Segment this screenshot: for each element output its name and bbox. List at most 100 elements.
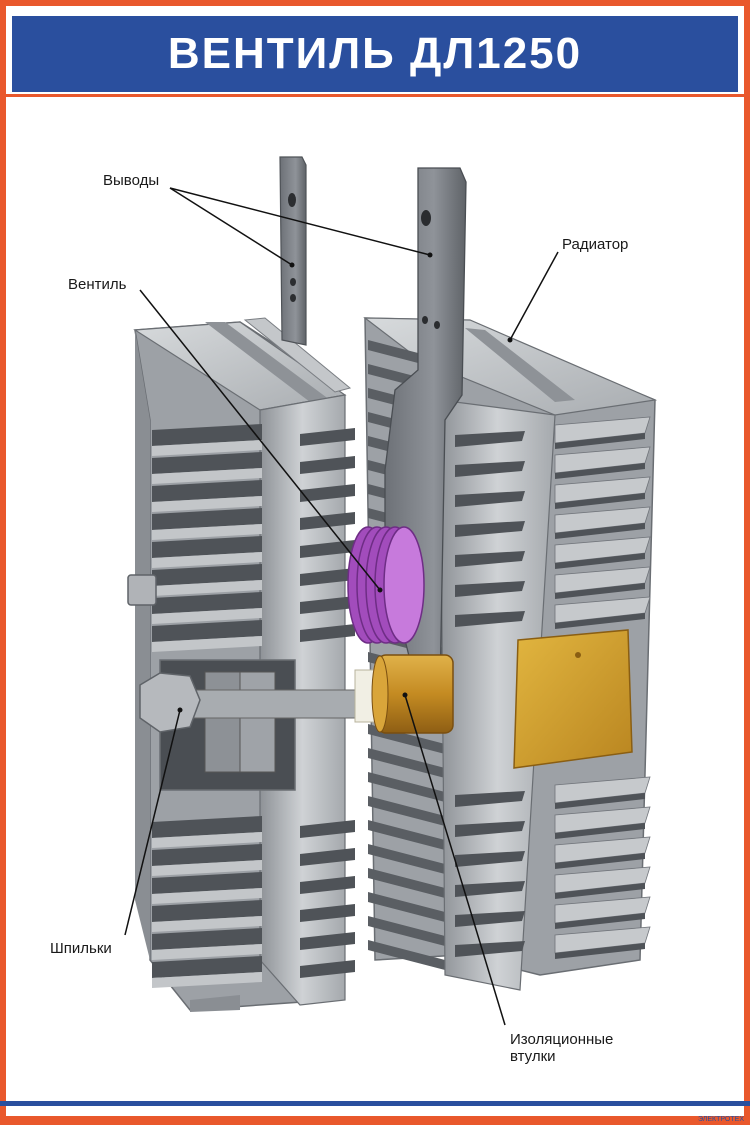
leader-lines xyxy=(124,187,559,1026)
left-web-slot xyxy=(300,932,355,950)
left-fin-slot xyxy=(152,536,262,558)
left-web-slot xyxy=(300,848,355,866)
left-fin xyxy=(152,580,262,596)
left-fin-slot xyxy=(152,508,262,530)
right-fin-gap xyxy=(555,823,645,839)
right-inner-fin xyxy=(368,916,445,946)
left-fin-slot xyxy=(152,956,262,978)
right-fin-gap xyxy=(555,523,645,539)
left-web-slot xyxy=(300,904,355,922)
left-terminal xyxy=(279,156,307,346)
left-fin xyxy=(152,832,262,848)
left-web-slot xyxy=(300,596,355,614)
right-web-slot xyxy=(455,881,525,897)
left-fin-slot xyxy=(152,564,262,586)
right-inner-fin xyxy=(368,892,445,922)
leader-dots xyxy=(177,252,513,713)
left-web-slot xyxy=(300,540,355,558)
right-fin-gap xyxy=(555,433,645,449)
title-bar: ВЕНТИЛЬ ДЛ1250 xyxy=(12,16,738,92)
right-fin-gap xyxy=(555,883,645,899)
right-web-slot xyxy=(455,941,525,957)
right-web-slot xyxy=(455,521,525,537)
valve-coil xyxy=(347,526,425,644)
left-fin xyxy=(152,944,262,960)
left-fin-slot xyxy=(152,816,262,838)
right-fin-gap xyxy=(555,463,645,479)
right-fin-gap xyxy=(555,493,645,509)
right-web-slot xyxy=(455,791,525,807)
left-radiator xyxy=(127,317,356,1012)
right-inner-fin xyxy=(368,844,445,874)
left-fins xyxy=(152,424,355,988)
publisher-logo: ЭЛЕКТРОТЕХ xyxy=(698,1116,744,1123)
label-sleeves-line1: Изоляционные xyxy=(510,1031,614,1048)
left-fin xyxy=(152,636,262,652)
left-web-slot xyxy=(300,876,355,894)
right-fin-gap xyxy=(555,853,645,869)
right-inner-fin xyxy=(368,772,445,802)
label-studs: Шпильки xyxy=(50,940,112,957)
left-fin xyxy=(152,972,262,988)
right-web-slot xyxy=(455,461,525,477)
left-fin xyxy=(152,468,262,484)
label-terminals: Выводы xyxy=(103,172,160,189)
left-fin-slot xyxy=(152,928,262,950)
nut-upper xyxy=(127,574,157,606)
left-fin-slot xyxy=(152,424,262,446)
left-web-slot xyxy=(300,484,355,502)
right-web-slot xyxy=(455,551,525,567)
left-web-slot xyxy=(300,820,355,838)
right-web-slot xyxy=(455,611,525,627)
right-web-slot xyxy=(455,911,525,927)
left-fin-slot xyxy=(152,900,262,922)
page-title: ВЕНТИЛЬ ДЛ1250 xyxy=(167,29,583,78)
title-underline xyxy=(6,94,744,97)
right-fin-gap xyxy=(555,913,645,929)
left-fin-slot xyxy=(152,592,262,614)
left-fin xyxy=(152,552,262,568)
right-fin-gap xyxy=(555,943,645,959)
right-fin-gap xyxy=(555,613,645,629)
left-fin-slot xyxy=(152,872,262,894)
left-fin xyxy=(152,916,262,932)
left-fin-slot xyxy=(152,452,262,474)
right-web-slot xyxy=(455,431,525,447)
right-web-slot xyxy=(455,851,525,867)
left-fin xyxy=(152,860,262,876)
left-fin xyxy=(152,608,262,624)
left-fin xyxy=(152,440,262,456)
nut-lower xyxy=(139,672,201,733)
left-fin xyxy=(152,888,262,904)
right-fin-gap xyxy=(555,553,645,569)
right-fins xyxy=(455,416,651,959)
left-fin-slot xyxy=(152,844,262,866)
left-fin-slot xyxy=(152,620,262,642)
right-inner-fin xyxy=(368,796,445,826)
right-web-slot xyxy=(455,821,525,837)
left-web-slot xyxy=(300,512,355,530)
left-web-slot xyxy=(300,568,355,586)
right-web-slot xyxy=(455,581,525,597)
left-fin-slot xyxy=(152,480,262,502)
left-web-slot xyxy=(300,960,355,978)
right-fin-gap xyxy=(555,583,645,599)
label-valve: Вентиль xyxy=(68,276,127,293)
left-web-slot xyxy=(300,624,355,642)
right-inner-fin xyxy=(368,940,445,970)
left-web-slot xyxy=(300,428,355,446)
label-sleeves-line2: втулки xyxy=(510,1048,556,1065)
right-inner-fin xyxy=(368,748,445,778)
left-web-slot xyxy=(300,456,355,474)
insulating-sleeve xyxy=(354,654,454,734)
label-radiator: Радиатор xyxy=(562,236,629,253)
left-fin xyxy=(152,496,262,512)
coil-ring xyxy=(383,526,425,644)
left-fin xyxy=(152,524,262,540)
right-inner-fin xyxy=(368,820,445,850)
right-inner-fin xyxy=(368,868,445,898)
right-fin-gap xyxy=(555,793,645,809)
gold-pad xyxy=(513,629,633,769)
